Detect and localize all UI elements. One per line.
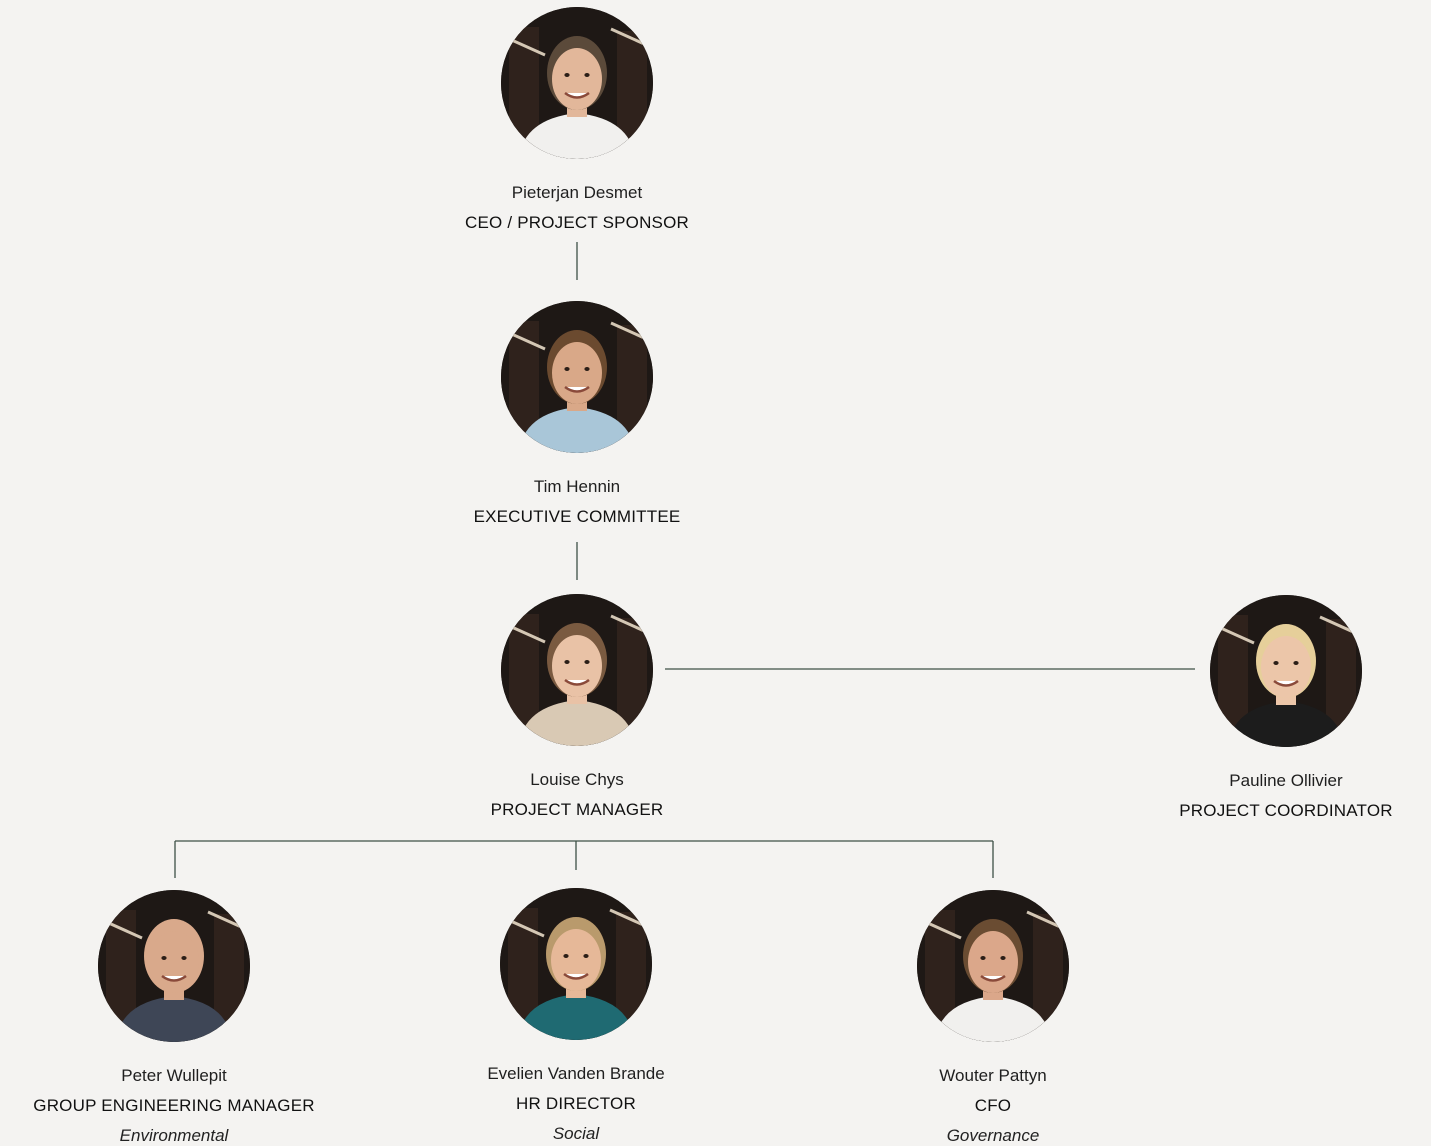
person-card-committee: Tim Hennin EXECUTIVE COMMITTEE (427, 301, 727, 527)
avatar-cfo (917, 890, 1069, 1042)
person-focus-area: Environmental (119, 1126, 229, 1145)
person-name: Louise Chys (530, 770, 624, 789)
person-card-coordinator: Pauline Ollivier PROJECT COORDINATOR (1141, 595, 1431, 821)
person-card-hr: Evelien Vanden Brande HR DIRECTOR Social (426, 888, 726, 1144)
avatar-coordinator (1210, 595, 1362, 747)
avatar-committee (501, 301, 653, 453)
person-card-engineering: Peter Wullepit GROUP ENGINEERING MANAGER… (4, 890, 344, 1146)
person-name: Pauline Ollivier (1229, 771, 1343, 790)
person-card-cfo: Wouter Pattyn CFO Governance (843, 890, 1143, 1146)
avatar-sponsor (501, 7, 653, 159)
person-focus-area: Social (552, 1124, 600, 1143)
person-focus-area: Governance (946, 1126, 1040, 1145)
avatar-hr (500, 888, 652, 1040)
person-name: Tim Hennin (533, 477, 621, 496)
person-name: Pieterjan Desmet (511, 183, 643, 202)
person-role: CFO (974, 1096, 1012, 1115)
person-role: EXECUTIVE COMMITTEE (473, 507, 681, 526)
person-role: PROJECT MANAGER (490, 800, 664, 819)
person-role: CEO / PROJECT SPONSOR (465, 213, 689, 232)
avatar-manager (501, 594, 653, 746)
person-name: Wouter Pattyn (939, 1066, 1047, 1085)
avatar-engineering (98, 890, 250, 1042)
person-name: Evelien Vanden Brande (487, 1064, 665, 1083)
person-name: Peter Wullepit (121, 1066, 227, 1085)
person-role: HR DIRECTOR (516, 1094, 636, 1113)
person-role: GROUP ENGINEERING MANAGER (33, 1096, 315, 1115)
person-role: PROJECT COORDINATOR (1179, 801, 1393, 820)
person-card-manager: Louise Chys PROJECT MANAGER (427, 594, 727, 820)
person-card-sponsor: Pieterjan Desmet CEO / PROJECT SPONSOR (427, 7, 727, 233)
